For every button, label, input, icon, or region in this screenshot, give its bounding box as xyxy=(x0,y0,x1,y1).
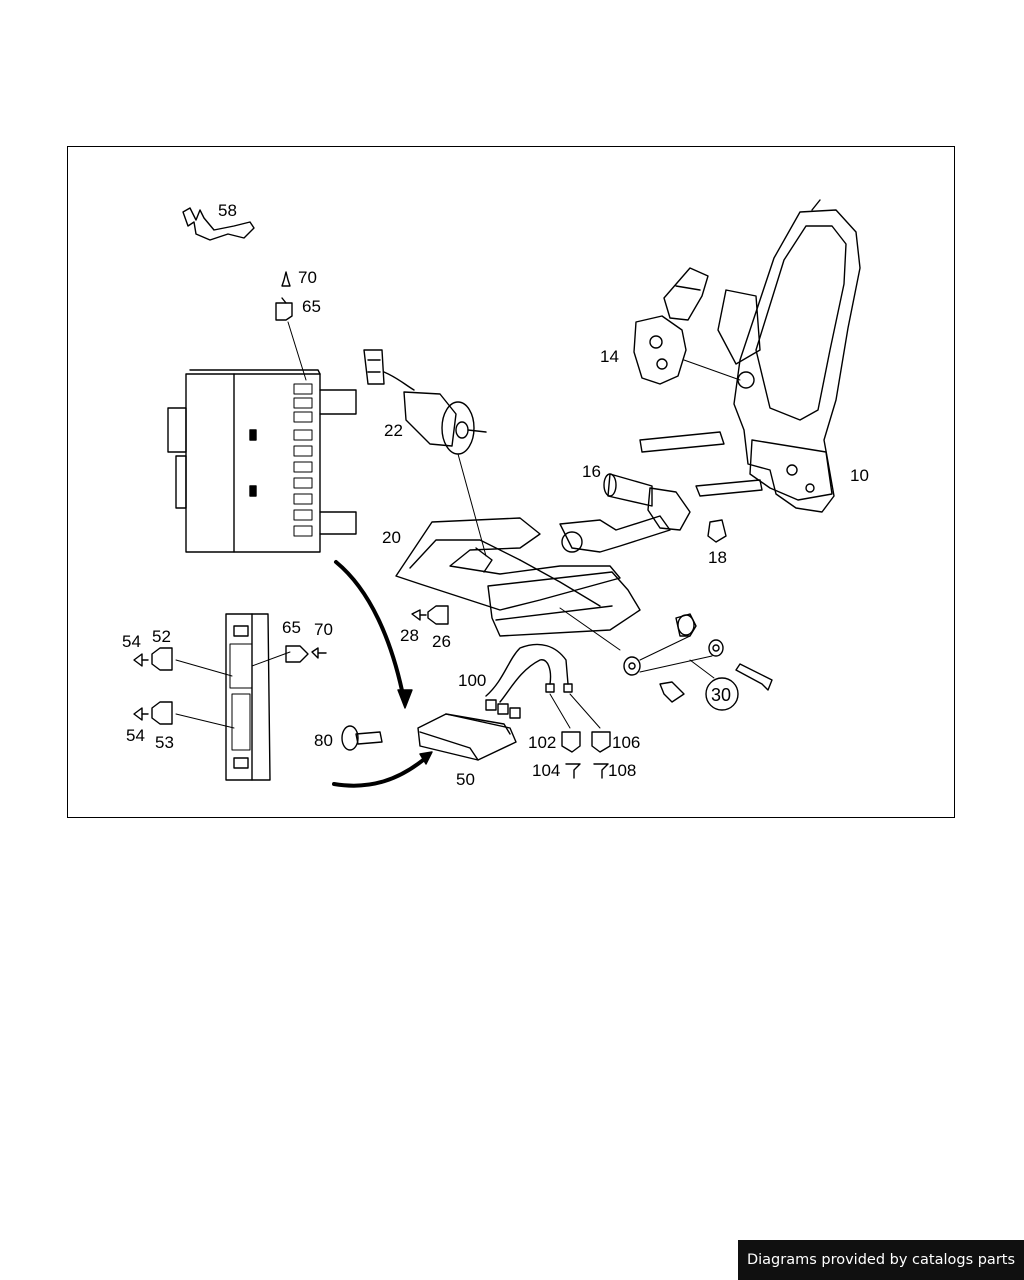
label-52: 52 xyxy=(152,627,171,646)
label-50: 50 xyxy=(456,770,475,789)
label-16: 16 xyxy=(582,462,601,481)
label-22: 22 xyxy=(384,421,403,440)
plug-part-54-lower xyxy=(133,707,149,721)
wiring-harness-part-100 xyxy=(485,643,601,729)
label-18: 18 xyxy=(708,548,727,567)
label-70-top: 70 xyxy=(298,268,317,287)
label-70-lower: 70 xyxy=(314,620,333,639)
connector-part-65-top xyxy=(275,297,293,321)
footer-credit-text: Diagrams provided by catalogs parts xyxy=(746,1252,1016,1268)
plug-part-70-lower xyxy=(311,647,327,659)
clip-part-18 xyxy=(707,519,727,543)
fastener-set-part-30 xyxy=(623,613,773,711)
label-65-lower: 65 xyxy=(282,618,301,637)
seat-frame-part-20 xyxy=(395,517,641,651)
control-module-large xyxy=(167,369,357,553)
label-54-upper: 54 xyxy=(122,632,141,651)
label-10: 10 xyxy=(850,466,869,485)
connector-part-106 xyxy=(591,731,611,753)
label-28: 28 xyxy=(400,626,419,645)
label-80: 80 xyxy=(314,731,333,750)
control-unit-part-50 xyxy=(417,713,517,761)
terminal-part-104 xyxy=(565,763,581,779)
bracket-part-58 xyxy=(182,207,255,241)
screw-part-80 xyxy=(341,725,383,751)
label-26: 26 xyxy=(432,632,451,651)
connector-part-52 xyxy=(151,647,173,671)
seat-back-frame-part-10 xyxy=(639,199,861,513)
plug-part-70-top xyxy=(281,271,291,287)
plug-part-54-upper xyxy=(133,653,149,667)
diagram-frame xyxy=(67,146,955,818)
label-58: 58 xyxy=(218,201,237,220)
connector-part-53 xyxy=(151,701,173,725)
terminal-part-108 xyxy=(593,763,609,779)
label-106: 106 xyxy=(612,733,640,752)
label-102: 102 xyxy=(528,733,556,752)
connector-part-65-lower xyxy=(285,645,309,663)
connector-part-102 xyxy=(561,731,581,753)
footer-credit-bar: Diagrams provided by catalogs parts xyxy=(738,1240,1024,1280)
label-53: 53 xyxy=(155,733,174,752)
plug-part-28 xyxy=(411,609,427,621)
label-104: 104 xyxy=(532,761,560,780)
label-14: 14 xyxy=(600,347,619,366)
motor-part-22 xyxy=(363,349,487,557)
label-100: 100 xyxy=(458,671,486,690)
control-module-small xyxy=(175,613,291,781)
label-30: 30 xyxy=(711,685,731,705)
connector-part-26 xyxy=(427,605,449,625)
label-20: 20 xyxy=(382,528,401,547)
motor-assembly-part-14 xyxy=(633,267,741,385)
label-54-lower: 54 xyxy=(126,726,145,745)
motor-part-16 xyxy=(559,473,691,553)
label-108: 108 xyxy=(608,761,636,780)
label-65-top: 65 xyxy=(302,297,321,316)
